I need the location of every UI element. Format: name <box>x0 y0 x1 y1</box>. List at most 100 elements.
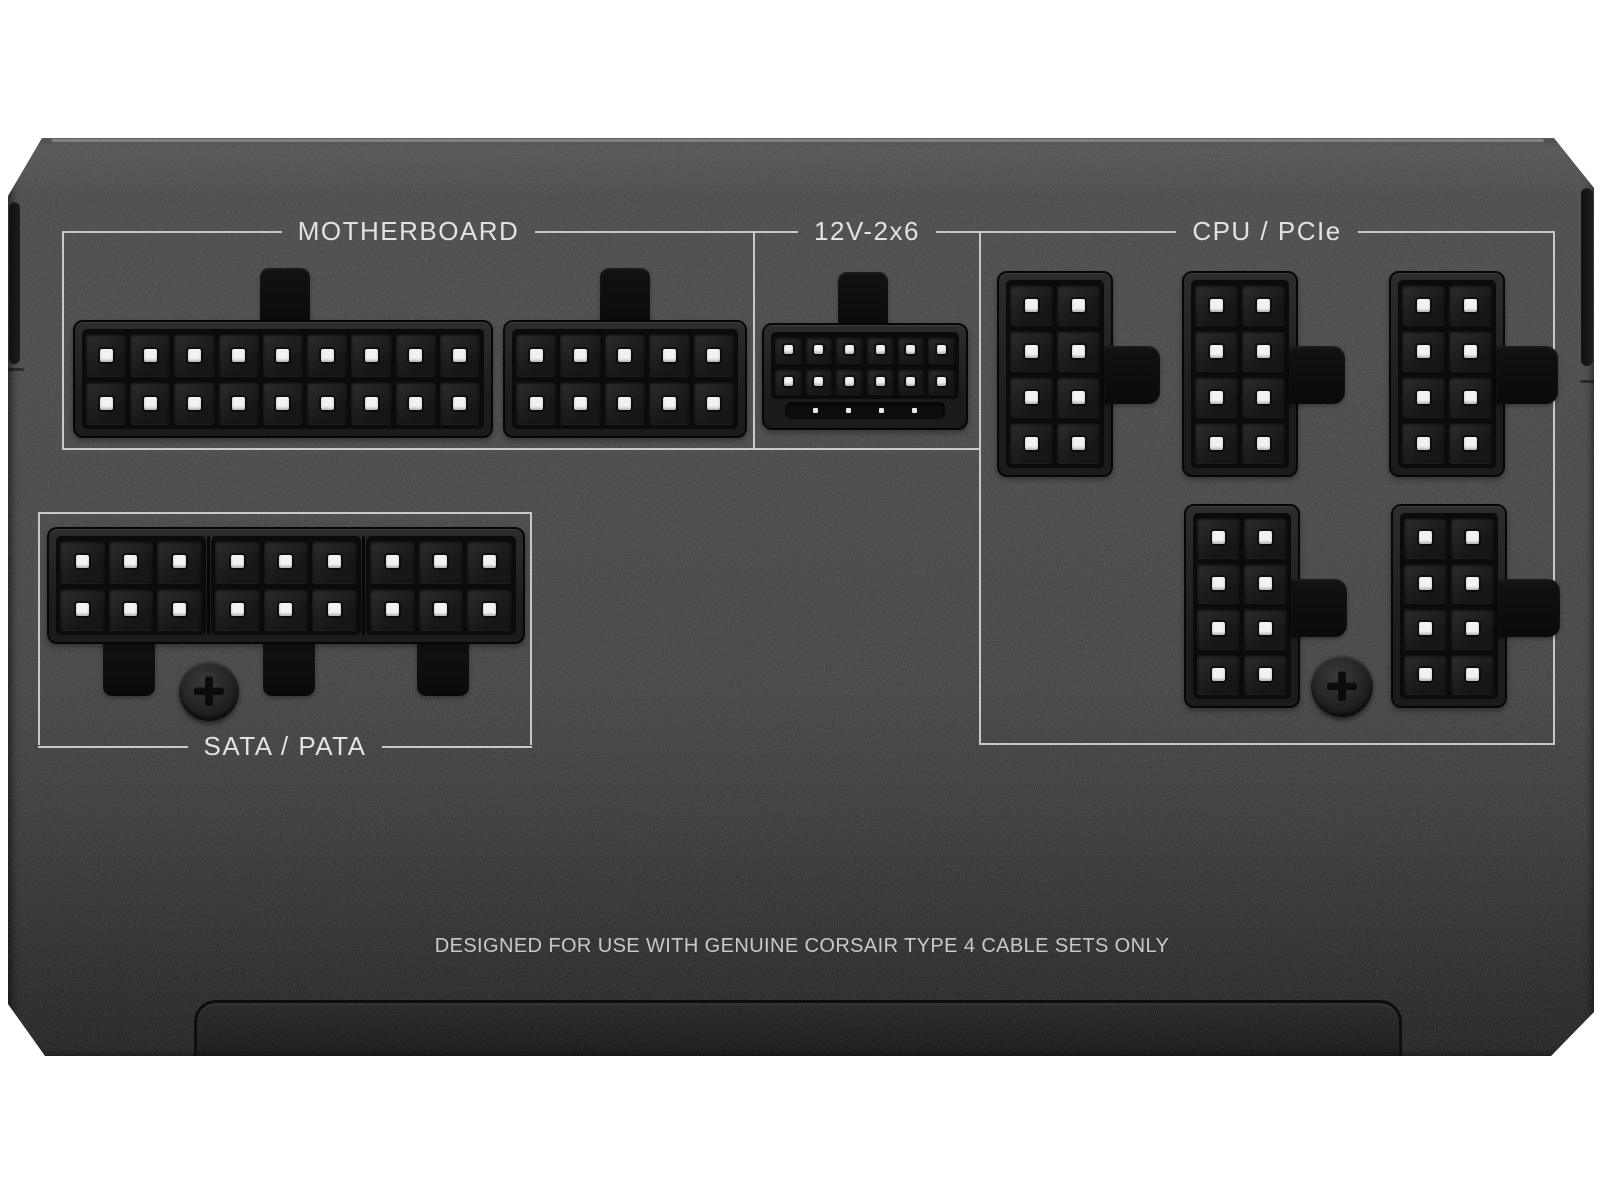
pin-socket <box>1404 653 1447 695</box>
pin <box>1417 436 1430 450</box>
pin-socket <box>1244 653 1287 695</box>
pin <box>1419 531 1432 545</box>
right-edge-seam <box>1580 380 1594 383</box>
pin-socket <box>60 587 105 631</box>
pin <box>232 348 246 362</box>
pin-socket <box>86 381 127 425</box>
pin-grid <box>1006 280 1104 468</box>
pin-socket <box>560 333 601 377</box>
cable-compatibility-notice: DESIGNED FOR USE WITH GENUINE CORSAIR TY… <box>434 935 1170 957</box>
latch-tab <box>1496 346 1558 404</box>
atx-18pin-connector <box>73 320 493 438</box>
pin-socket <box>157 587 202 631</box>
pin-socket <box>312 587 357 631</box>
pin-socket <box>1449 422 1492 464</box>
pin-socket <box>157 540 202 584</box>
pin-socket <box>370 587 415 631</box>
pin-socket <box>395 333 436 377</box>
sense-pin <box>879 408 884 413</box>
pin <box>875 376 885 386</box>
pin <box>276 396 290 410</box>
pin <box>276 348 290 362</box>
pin-socket <box>1244 562 1287 604</box>
pin-socket <box>1449 330 1492 372</box>
pin <box>1419 622 1432 636</box>
pin-socket <box>1057 422 1100 464</box>
pin-socket <box>1010 330 1053 372</box>
sense-pin <box>846 408 851 413</box>
pin <box>75 555 89 569</box>
pin <box>328 602 342 616</box>
section-box-sata-pata: SATA / PATA <box>38 512 532 761</box>
pin-socket <box>649 333 690 377</box>
pin <box>75 602 89 616</box>
sata-pata-6pin-connector-block <box>47 527 525 644</box>
pin-socket <box>1449 376 1492 418</box>
pin <box>364 396 378 410</box>
segment-divider <box>362 536 365 635</box>
pin-socket <box>60 540 105 584</box>
pin-socket <box>108 587 154 631</box>
pin <box>364 348 378 362</box>
pin <box>707 396 721 410</box>
pin <box>385 555 399 569</box>
pin <box>279 602 293 616</box>
pin <box>232 396 246 410</box>
pin <box>1417 390 1430 404</box>
pin <box>1466 622 1479 636</box>
pin-socket <box>1197 653 1240 695</box>
pin-socket <box>775 336 802 364</box>
pin-socket <box>604 333 646 377</box>
pin-socket <box>866 367 894 395</box>
pin-socket <box>1057 376 1100 418</box>
pin-socket <box>1404 517 1447 559</box>
pin <box>1072 344 1085 358</box>
cpu-pcie-8pin-connector <box>1389 271 1505 477</box>
pin-socket <box>215 540 260 584</box>
pin-socket <box>218 381 259 425</box>
pin <box>814 376 824 386</box>
pin-socket <box>516 333 557 377</box>
pin <box>1257 298 1270 312</box>
latch-tab <box>417 638 469 696</box>
pin <box>1464 390 1477 404</box>
pin-socket <box>174 381 215 425</box>
pin <box>230 555 244 569</box>
pin <box>574 348 588 362</box>
segment-divider <box>207 536 210 635</box>
pin-socket <box>1010 284 1053 326</box>
pin-socket <box>218 333 259 377</box>
pin <box>99 396 113 410</box>
pin <box>483 555 497 569</box>
pin-grid <box>82 329 484 429</box>
pin <box>1466 576 1479 590</box>
pin <box>483 602 497 616</box>
pin <box>1210 436 1223 450</box>
pin <box>188 396 202 410</box>
pin <box>1072 390 1085 404</box>
pin <box>1419 576 1432 590</box>
pin <box>1025 390 1038 404</box>
pin <box>875 345 885 355</box>
pin <box>1210 298 1223 312</box>
pin <box>1259 622 1272 636</box>
pin-socket <box>86 333 127 377</box>
pin-socket <box>467 540 512 584</box>
pin-socket <box>1451 653 1494 695</box>
pin-socket <box>307 381 348 425</box>
pin-socket <box>928 336 955 364</box>
pin-socket <box>395 381 436 425</box>
pin <box>173 555 187 569</box>
pin <box>409 348 423 362</box>
pin-socket <box>439 381 480 425</box>
pin <box>1466 531 1479 545</box>
pin <box>1072 436 1085 450</box>
pin-socket <box>836 367 863 395</box>
pin-socket <box>418 587 464 631</box>
pin <box>124 602 138 616</box>
pin <box>143 348 157 362</box>
pin <box>1464 298 1477 312</box>
section-label-12v-2x6: 12V-2x6 <box>814 216 920 246</box>
pin-socket <box>1242 284 1285 326</box>
